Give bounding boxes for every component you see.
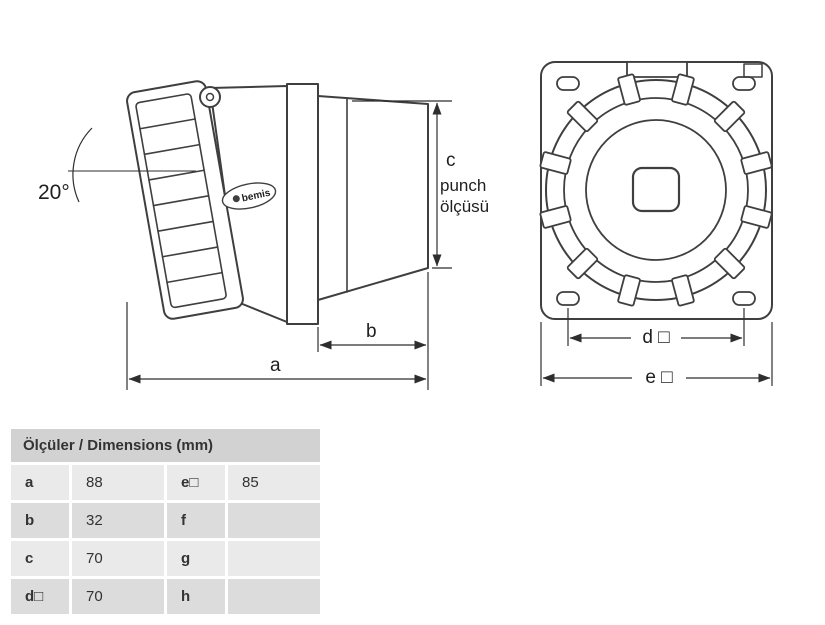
dim-a-value: 88	[72, 465, 164, 500]
dim-d-label: d □	[642, 327, 670, 348]
bemis-logo-oval	[221, 182, 277, 210]
dim-b-value: 32	[72, 503, 164, 538]
dim-h-value	[228, 579, 320, 614]
collar-rib	[617, 73, 641, 106]
table-header-row: Ölçüler / Dimensions (mm)	[11, 429, 320, 462]
collar-rib	[539, 151, 572, 175]
dim-e-value: 85	[228, 465, 320, 500]
table-row: d□ 70 h	[11, 579, 320, 614]
technical-drawing: bemis 20° c punch ölçüsü b a	[38, 61, 773, 390]
lid-rib-line	[152, 195, 210, 207]
dim-g-key: g	[167, 541, 225, 576]
collar-rib	[740, 205, 773, 229]
bemis-logo-mark-icon	[232, 195, 240, 203]
table-row: c 70 g	[11, 541, 320, 576]
mounting-slot-bottom-right	[732, 291, 756, 306]
dim-c-value: 70	[72, 541, 164, 576]
collar-rib	[713, 247, 746, 280]
angle-arc	[72, 127, 93, 203]
mounting-slot-top-right	[732, 76, 756, 91]
hinge	[199, 86, 221, 108]
table-title: Ölçüler / Dimensions (mm)	[11, 429, 320, 462]
lid-rib-line	[166, 271, 223, 284]
side-view: bemis	[126, 80, 429, 325]
dim-d-key: d□	[11, 579, 69, 614]
dim-c-label: c	[446, 150, 456, 171]
collar-rib	[566, 247, 599, 280]
dim-a-key: a	[11, 465, 69, 500]
collar-ribs	[539, 73, 773, 307]
dim-f-key: f	[167, 503, 225, 538]
square-punch-hole	[631, 166, 681, 213]
mounting-flange-side	[286, 83, 319, 325]
lid-rib-line	[161, 246, 219, 258]
side-annotations	[68, 100, 452, 390]
lid-rib-line	[139, 118, 196, 130]
dim-g-value	[228, 541, 320, 576]
cover-lid	[126, 80, 244, 320]
table-row: a 88 e□ 85	[11, 465, 320, 500]
collar-rib	[539, 205, 572, 229]
collar-rib	[713, 100, 746, 133]
flange-top-tab	[626, 61, 688, 78]
dim-a-label: a	[270, 355, 281, 376]
dim-h-key: h	[167, 579, 225, 614]
dim-f-value	[228, 503, 320, 538]
collar-rib	[671, 274, 695, 307]
flange-top-right-tab	[743, 63, 763, 78]
dim-e-label: e □	[645, 367, 673, 388]
mounting-slot-top-left	[556, 76, 580, 91]
dim-e-key: e□	[167, 465, 225, 500]
dim-e-label-bg	[632, 366, 686, 388]
dim-c-note-line2: ölçüsü	[440, 197, 489, 216]
dim-c-key: c	[11, 541, 69, 576]
dim-d-label-bg	[631, 326, 681, 348]
mounting-slot-bottom-left	[556, 291, 580, 306]
dim-b-label: b	[366, 321, 377, 342]
lid-rib-line	[148, 169, 205, 181]
dimensions-table: Ölçüler / Dimensions (mm) a 88 e□ 85 b 3…	[8, 426, 323, 617]
dim-b-key: b	[11, 503, 69, 538]
collar-inner-circle	[585, 119, 727, 261]
hinge-pin	[205, 92, 215, 102]
table-row: b 32 f	[11, 503, 320, 538]
angle-label: 20°	[38, 181, 70, 204]
bemis-logo: bemis	[221, 182, 277, 210]
lid-rib-line	[157, 220, 214, 232]
collar-rib	[740, 151, 773, 175]
lid-rib-line	[143, 143, 201, 156]
front-view	[539, 61, 773, 320]
collar-base-circle	[563, 97, 749, 283]
dim-c-note-line1: punch	[440, 176, 486, 195]
collar-rib	[671, 73, 695, 106]
socket-tube	[317, 95, 429, 301]
collar-rib	[566, 100, 599, 133]
dim-d-value: 70	[72, 579, 164, 614]
collar-rib	[617, 274, 641, 307]
